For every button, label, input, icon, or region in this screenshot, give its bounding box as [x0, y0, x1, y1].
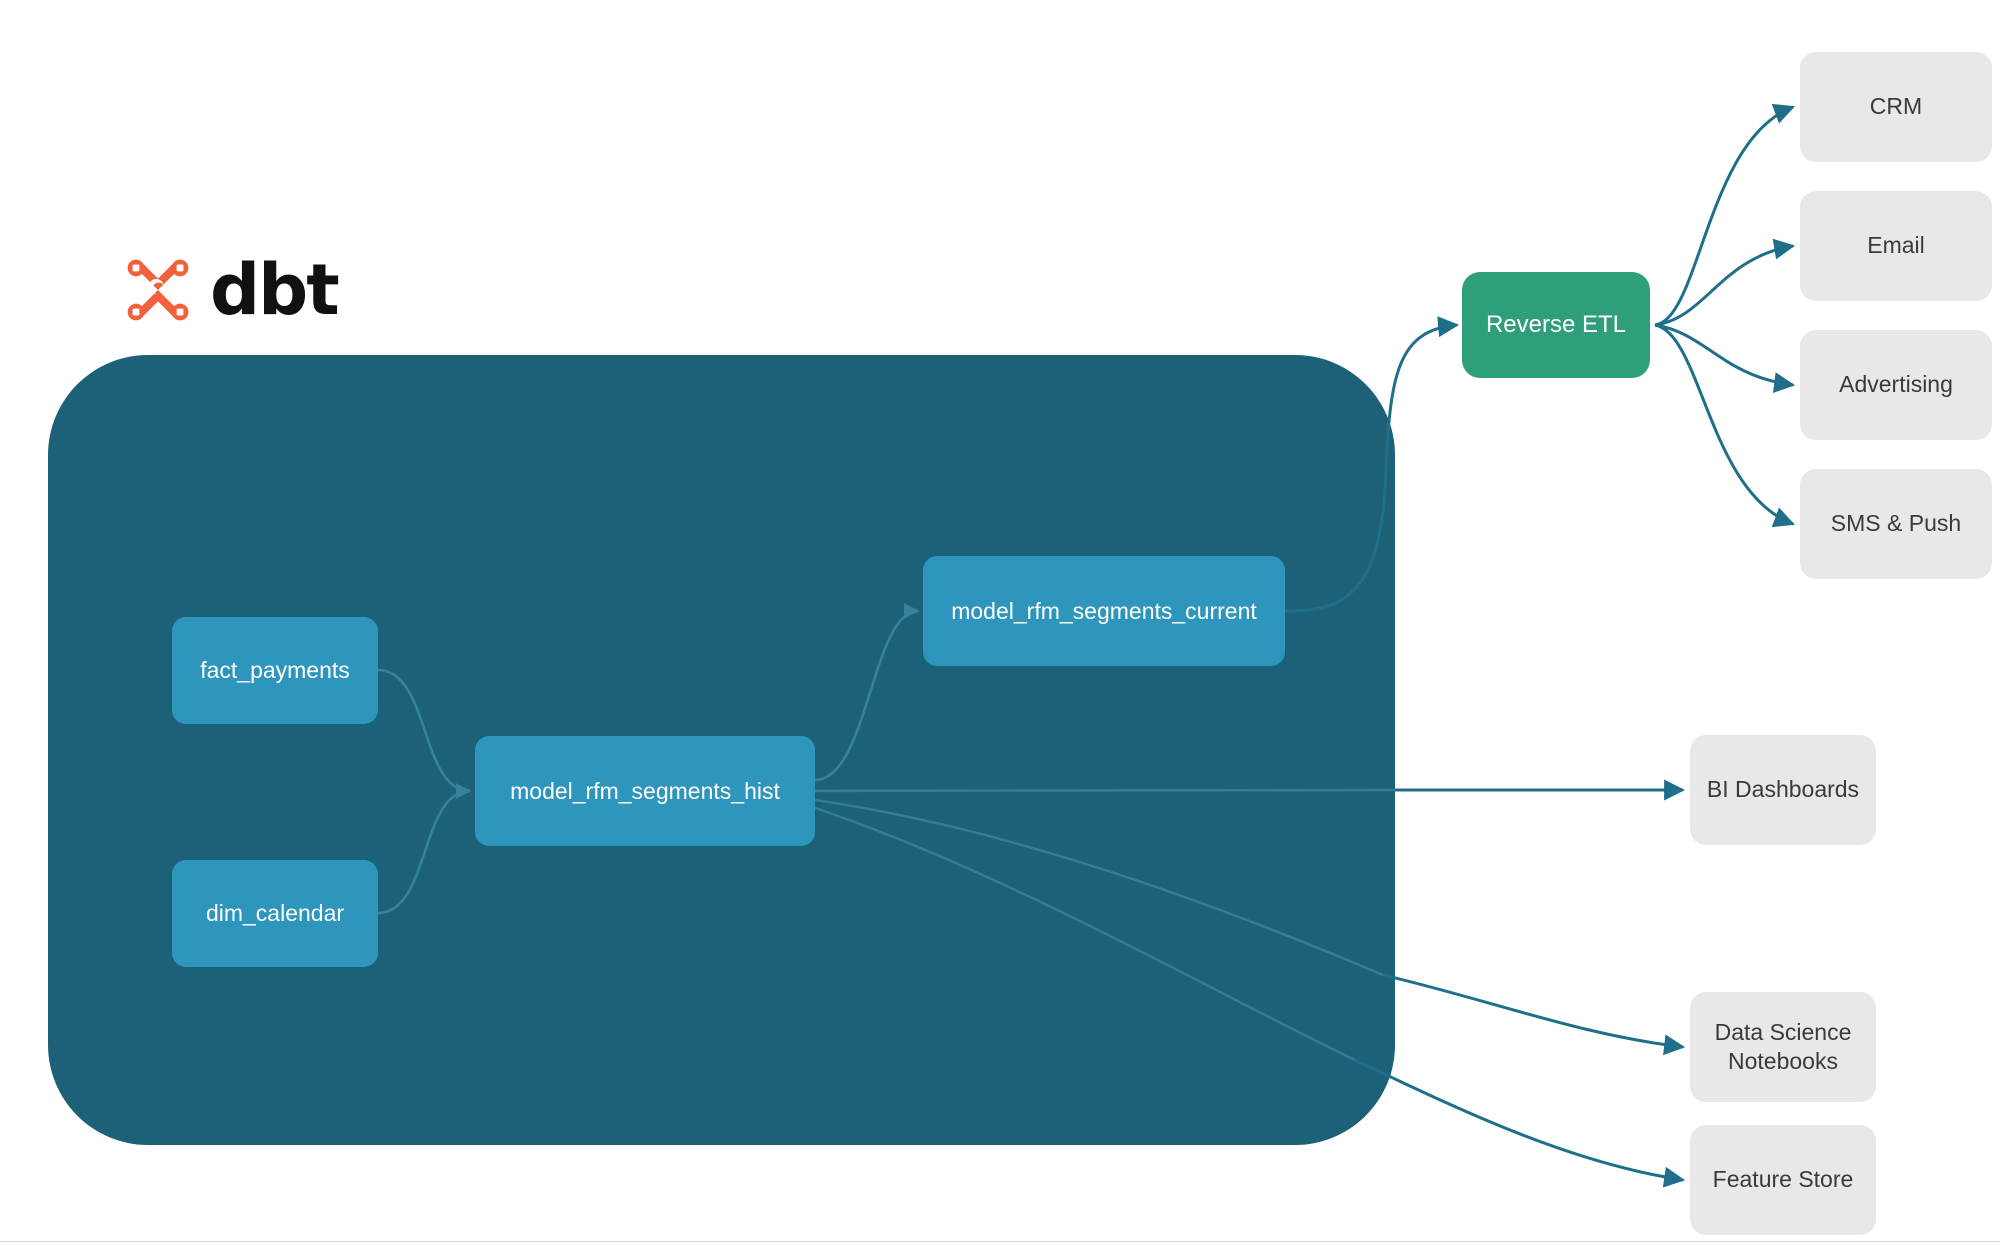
node-destination-advertising[interactable]: Advertising: [1800, 330, 1992, 440]
node-dim-calendar[interactable]: dim_calendar: [172, 860, 378, 967]
node-label: dim_calendar: [205, 900, 345, 926]
node-label: CRM: [1869, 93, 1923, 120]
dbt-logo-icon: [127, 259, 189, 321]
edge-reverse-etl-to-email: [1654, 238, 1796, 327]
node-consumer-bi-dashboards[interactable]: BI Dashboards: [1690, 735, 1876, 845]
edge-reverse-etl-to-sms-push: [1654, 323, 1795, 528]
node-label-line-1: Data Science: [1714, 1018, 1852, 1045]
node-label: model_rfm_segments_current: [951, 597, 1257, 624]
edge-rfm-hist-to-feature-store: [1354, 1058, 1686, 1188]
node-label-wrapper: Data Science Notebooks: [1715, 1018, 1852, 1077]
edge-rfm-hist-to-ds-notebooks: [1382, 973, 1686, 1056]
node-label: Feature Store: [1712, 1166, 1854, 1193]
edge-reverse-etl-to-advertising: [1654, 323, 1796, 394]
dbt-wordmark: dbt: [210, 249, 340, 331]
node-label: fact_payments: [200, 657, 350, 683]
edge-reverse-etl-to-crm: [1654, 103, 1795, 327]
node-destination-crm[interactable]: CRM: [1800, 52, 1992, 162]
node-consumer-data-science-notebooks[interactable]: Data Science Notebooks: [1690, 992, 1876, 1102]
node-label: Email: [1867, 232, 1925, 259]
node-label: BI Dashboards: [1706, 776, 1860, 803]
node-label: Reverse ETL: [1485, 311, 1627, 338]
node-consumer-feature-store[interactable]: Feature Store: [1690, 1125, 1876, 1235]
node-label-line-2: Notebooks: [1728, 1048, 1838, 1074]
node-model-rfm-segments-hist[interactable]: model_rfm_segments_hist: [475, 736, 815, 846]
node-fact-payments[interactable]: fact_payments: [172, 617, 378, 724]
dbt-brand-logo: dbt: [120, 249, 340, 331]
node-model-rfm-segments-current[interactable]: model_rfm_segments_current: [923, 556, 1285, 666]
node-destination-email[interactable]: Email: [1800, 191, 1992, 301]
node-label: SMS & Push: [1830, 510, 1962, 537]
bottom-divider: [0, 1241, 2000, 1242]
node-reverse-etl[interactable]: Reverse ETL: [1462, 272, 1650, 378]
node-label: model_rfm_segments_hist: [510, 777, 780, 804]
node-destination-sms-push[interactable]: SMS & Push: [1800, 469, 1992, 579]
node-label: Advertising: [1839, 371, 1953, 398]
